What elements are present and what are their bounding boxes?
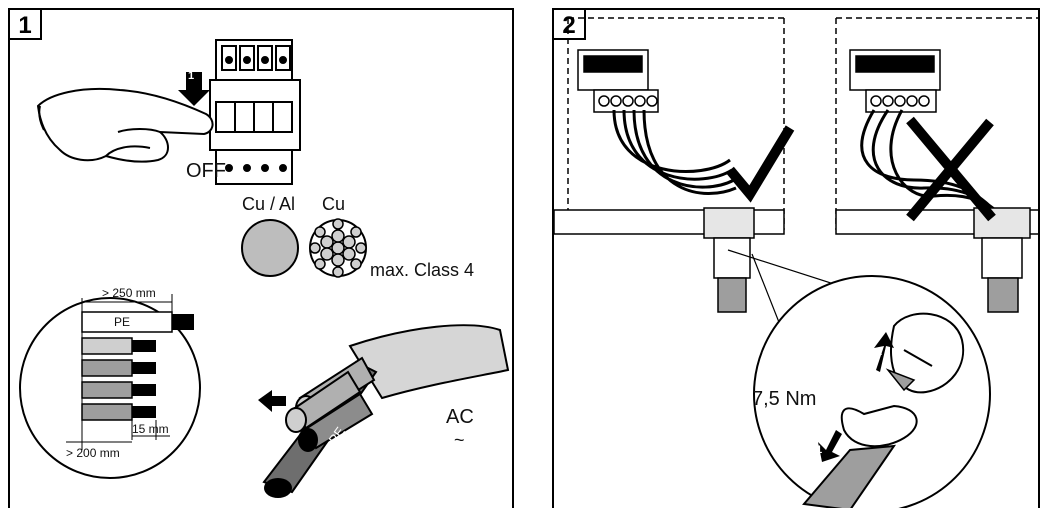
off-label: OFF	[186, 160, 226, 182]
switch-down-arrow-icon	[178, 72, 210, 106]
step-2-illustration	[554, 17, 1038, 508]
strip-length-detail	[19, 294, 201, 479]
strip-length: 15 mm	[132, 422, 169, 436]
pe-conductor-label: PE	[114, 315, 131, 329]
step-1-panel: 1	[8, 8, 514, 508]
insert-arrow-icon	[258, 390, 286, 412]
step-1-illustration	[19, 39, 510, 498]
ac-cable-illustration	[258, 324, 510, 498]
step-2-panel: 2	[552, 8, 1040, 508]
stranded-conductor-label: Cu	[322, 194, 346, 214]
step-1-arrow-label: 1	[816, 444, 823, 456]
inner-strip-length: > 200 mm	[66, 446, 120, 460]
step-1-arrow-icon	[818, 430, 842, 462]
check-mark-icon	[726, 125, 795, 203]
step-number-1: 1	[10, 10, 42, 40]
cross-mark-icon	[906, 116, 996, 222]
correct-wiring-detail	[554, 17, 795, 313]
hand-illustration	[36, 87, 214, 163]
stranded-conductor-icon	[309, 218, 367, 278]
breaker-arrow-number: 1	[188, 70, 195, 82]
circuit-breaker	[209, 39, 301, 185]
ac-symbol: ~	[454, 430, 465, 450]
step-number-2: 2	[554, 10, 586, 40]
step-2-arrow-icon	[874, 332, 894, 372]
outer-strip-length: > 250 mm	[102, 286, 156, 300]
torque-label: 7,5 Nm	[752, 388, 817, 410]
step-2-arrow-label: 2	[876, 346, 883, 358]
solid-conductor-label: Cu / Al	[242, 194, 296, 214]
ac-label: AC	[446, 406, 474, 428]
incorrect-wiring-detail	[835, 17, 1038, 313]
torque-detail	[753, 275, 991, 508]
conductor-class-note: max. Class 4	[370, 260, 475, 280]
solid-conductor-icon	[241, 219, 299, 277]
